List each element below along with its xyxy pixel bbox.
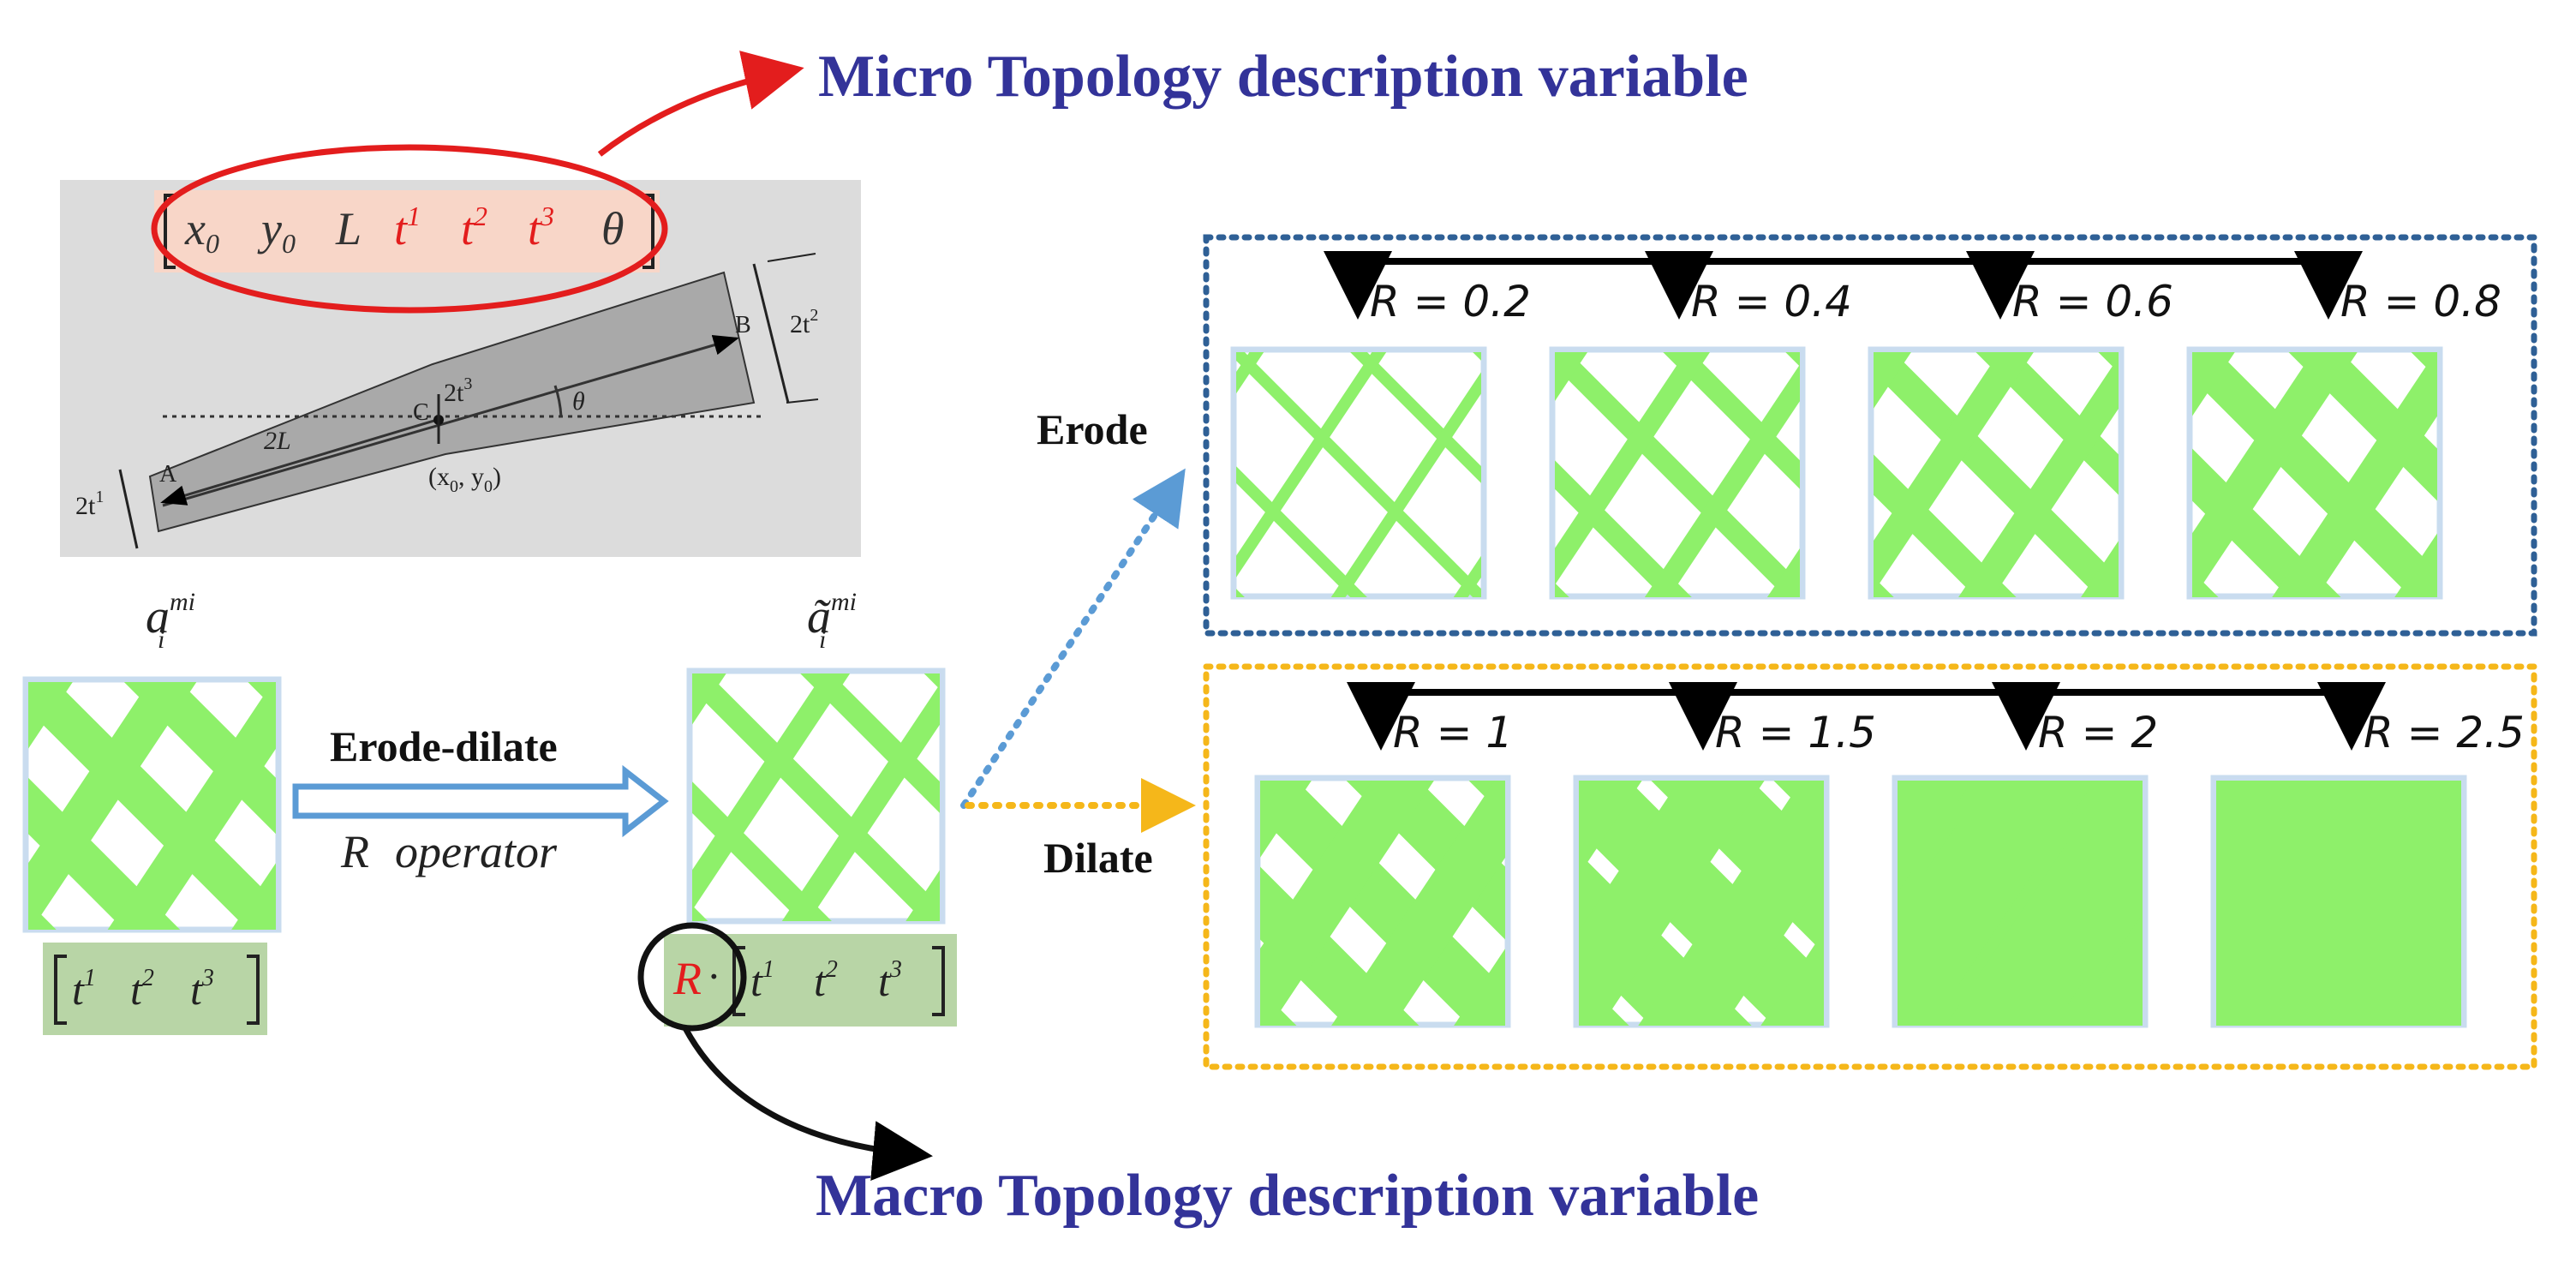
transformed-dot: ·: [707, 952, 721, 1000]
strut-label-A: A: [159, 461, 177, 488]
lattice-strut: [1199, 720, 1567, 1087]
erodeRow-R-label-0: R = 0.2: [1370, 277, 1531, 326]
dilateRow-R-label-3: R = 2.5: [2364, 708, 2525, 757]
micro-arrow: [600, 70, 792, 154]
lattice-strut: [1813, 291, 2180, 659]
lattice-strut: [1175, 291, 1543, 659]
lattice-strut: [2523, 720, 2576, 1087]
lattice-strut: [1518, 720, 1886, 1087]
strut-label-2L: 2L: [264, 427, 291, 455]
strut-label-theta: θ: [572, 387, 585, 416]
dilate-row: R = 1 R = 1.5 R = 2 R = 2.5: [832, 692, 2576, 1087]
erodeRow-R-label-2: R = 0.6: [2012, 277, 2173, 326]
erode-pointer-arrow: [964, 480, 1178, 805]
operator-arrow: [296, 771, 664, 831]
micro-var-theta: θ: [601, 203, 625, 254]
macro-title: Macro Topology description variable: [816, 1163, 1759, 1229]
transformed-R: R: [672, 953, 702, 1004]
operator-label: Erode-dilate: [330, 722, 558, 770]
erodeRow-R-label-1: R = 0.4: [1691, 277, 1852, 326]
dilateRow-R-label-2: R = 2: [2038, 708, 2158, 757]
lattice-strut: [1494, 291, 1862, 659]
micro-title: Micro Topology description variable: [818, 44, 1748, 110]
lattice-strut: [1837, 720, 2204, 1087]
lattice-strut: [930, 291, 1175, 659]
dilateRow-R-label-0: R = 1: [1393, 708, 1513, 757]
micro-var-L: L: [335, 203, 362, 254]
micro-strut-panel: x0 y0 L t1 t2 t3 θ A B C: [60, 70, 861, 557]
erode-row: R = 0.2 R = 0.4 R = 0.6 R = 0.8: [808, 261, 2576, 659]
lattice-strut: [954, 720, 1199, 1087]
strut-label-C: C: [413, 399, 429, 426]
erode-label: Erode: [1037, 405, 1148, 453]
dilate-label: Dilate: [1043, 834, 1153, 882]
lattice-strut: [2131, 291, 2499, 659]
lattice-strut: [2499, 291, 2576, 659]
macro-arrow: [685, 1028, 921, 1155]
erodeRow-R-label-3: R = 0.8: [2340, 277, 2501, 326]
dilateRow-R-label-1: R = 1.5: [1715, 708, 1876, 757]
strut-label-B: B: [735, 312, 751, 338]
